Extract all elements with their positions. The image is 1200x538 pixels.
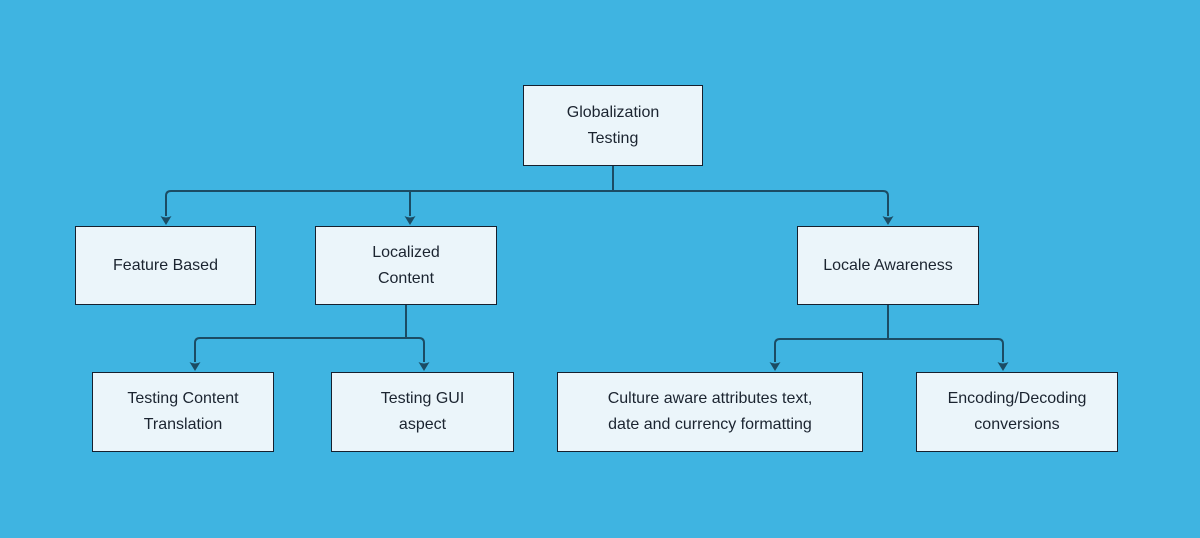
arrowhead-icon (882, 216, 894, 225)
arrowhead-icon (189, 362, 201, 371)
arrowhead-icon (404, 216, 416, 225)
arrowhead-icon (418, 362, 430, 371)
edge-locale-awareness-culture-aware (769, 305, 889, 371)
edge-localized-content-testing-gui-aspect (405, 305, 430, 371)
node-locale-awareness: Locale Awareness (797, 226, 979, 305)
node-globalization-testing: Globalization Testing (523, 85, 703, 166)
edge-localized-content-testing-content-translation (189, 305, 407, 371)
edge-root-locale-awareness (612, 166, 894, 225)
arrowhead-icon (997, 362, 1009, 371)
edge-root-feature-based (160, 166, 614, 225)
node-testing-gui-aspect: Testing GUI aspect (331, 372, 514, 452)
edge-locale-awareness-encoding-decoding (887, 305, 1009, 371)
node-feature-based: Feature Based (75, 226, 256, 305)
edge-root-localized-content (404, 166, 614, 225)
arrowhead-icon (160, 216, 172, 225)
node-encoding-decoding-conversions: Encoding/Decoding conversions (916, 372, 1118, 452)
arrowhead-icon (769, 362, 781, 371)
node-testing-content-translation: Testing Content Translation (92, 372, 274, 452)
node-localized-content: Localized Content (315, 226, 497, 305)
node-culture-aware-attributes: Culture aware attributes text, date and … (557, 372, 863, 452)
